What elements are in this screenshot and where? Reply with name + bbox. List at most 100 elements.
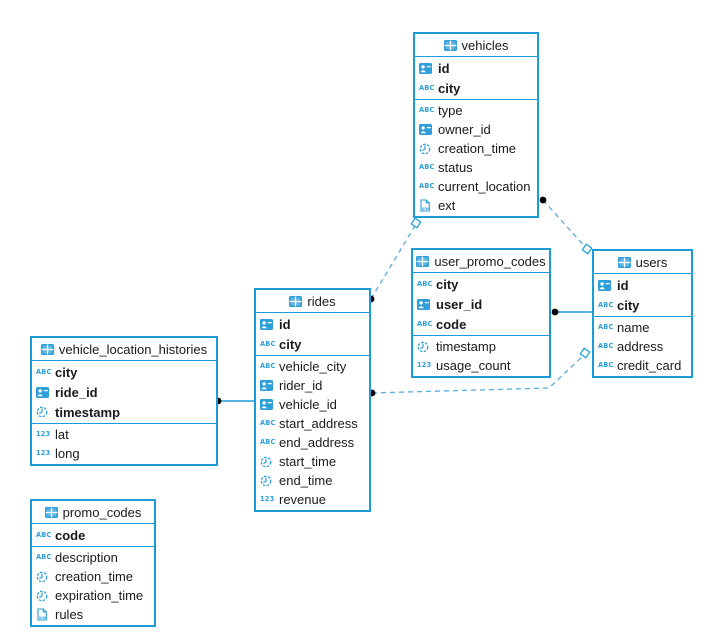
column-row-id[interactable]: id	[415, 58, 537, 78]
column-row-user_id[interactable]: user_id	[413, 294, 549, 314]
text-type-icon: ABC	[419, 106, 435, 115]
column-row-owner_id[interactable]: owner_id	[415, 120, 537, 139]
column-name: code	[436, 316, 467, 332]
table-name: vehicle_location_histories	[58, 341, 208, 357]
column-icon-slot: ABC	[417, 321, 436, 328]
text-type-icon: ABC	[598, 342, 614, 351]
column-row-long[interactable]: 123 long	[32, 444, 216, 463]
column-row-type[interactable]: ABC type	[415, 101, 537, 120]
id-type-icon	[417, 298, 430, 310]
column-row-name[interactable]: ABC name	[594, 318, 691, 337]
column-icon-slot: ABC	[260, 420, 279, 427]
column-icon-slot	[260, 380, 279, 391]
table-header[interactable]: rides	[256, 290, 369, 313]
relation-vehicles-users[interactable]	[542, 199, 588, 250]
column-icon-slot	[36, 590, 55, 602]
column-row-end_address[interactable]: ABC end_address	[256, 433, 369, 452]
column-row-rules[interactable]: JSON rules	[32, 605, 154, 624]
table-icon-slot	[416, 255, 430, 267]
column-icon-slot: 123	[36, 431, 55, 438]
table-users[interactable]: users id ABC city ABC name ABC address A…	[592, 249, 693, 378]
column-row-revenue[interactable]: 123 revenue	[256, 490, 369, 509]
column-row-timestamp[interactable]: timestamp	[32, 402, 216, 422]
column-row-lat[interactable]: 123 lat	[32, 425, 216, 444]
column-row-city[interactable]: ABC city	[256, 334, 369, 354]
column-name: city	[436, 276, 459, 292]
column-row-code[interactable]: ABC code	[413, 314, 549, 334]
column-icon-slot: ABC	[598, 343, 617, 350]
column-icon-slot	[260, 456, 279, 468]
timestamp-type-icon	[36, 406, 48, 418]
column-row-credit_card[interactable]: ABC credit_card	[594, 356, 691, 375]
column-name: timestamp	[55, 404, 121, 420]
relation-endpoint-diamond	[579, 347, 591, 359]
column-row-end_time[interactable]: end_time	[256, 471, 369, 490]
column-row-start_address[interactable]: ABC start_address	[256, 414, 369, 433]
column-row-expiration_time[interactable]: expiration_time	[32, 586, 154, 605]
table-header[interactable]: promo_codes	[32, 501, 154, 524]
table-vehicle_location_histories[interactable]: vehicle_location_histories ABC city ride…	[30, 336, 218, 466]
column-icon-slot	[36, 571, 55, 583]
column-row-status[interactable]: ABC status	[415, 158, 537, 177]
table-rides[interactable]: rides id ABC city ABC vehicle_city rider…	[254, 288, 371, 512]
column-row-rider_id[interactable]: rider_id	[256, 376, 369, 395]
column-icon-slot: ABC	[260, 439, 279, 446]
column-row-description[interactable]: ABC description	[32, 548, 154, 567]
id-type-icon	[260, 318, 273, 330]
column-name: city	[279, 336, 302, 352]
column-row-creation_time[interactable]: creation_time	[32, 567, 154, 586]
columns-section: ABC name ABC address ABC credit_card	[594, 317, 691, 376]
column-row-city[interactable]: ABC city	[415, 78, 537, 98]
table-icon-slot	[44, 506, 58, 518]
table-icon	[289, 295, 303, 307]
column-row-creation_time[interactable]: creation_time	[415, 139, 537, 158]
column-row-code[interactable]: ABC code	[32, 525, 154, 545]
column-row-city[interactable]: ABC city	[413, 274, 549, 294]
table-header[interactable]: vehicles	[415, 34, 537, 57]
column-row-vehicle_id[interactable]: vehicle_id	[256, 395, 369, 414]
id-type-icon	[260, 380, 273, 391]
number-type-icon: 123	[36, 430, 51, 439]
column-row-start_time[interactable]: start_time	[256, 452, 369, 471]
column-name: current_location	[438, 179, 531, 194]
column-icon-slot: 123	[260, 496, 279, 503]
column-row-ext[interactable]: JSON ext	[415, 196, 537, 215]
table-header[interactable]: user_promo_codes	[413, 250, 549, 273]
text-type-icon: ABC	[598, 300, 614, 309]
column-icon-slot: 123	[36, 450, 55, 457]
text-type-icon: ABC	[260, 419, 276, 428]
table-user_promo_codes[interactable]: user_promo_codes ABC city user_id ABC co…	[411, 248, 551, 378]
column-row-address[interactable]: ABC address	[594, 337, 691, 356]
column-name: lat	[55, 427, 69, 442]
column-icon-slot: ABC	[598, 302, 617, 309]
relation-rides-vehicles[interactable]	[370, 223, 417, 300]
column-icon-slot: ABC	[36, 532, 55, 539]
column-icon-slot	[419, 62, 438, 74]
relation-rides-users[interactable]	[371, 353, 586, 394]
column-name: start_address	[279, 416, 358, 431]
table-icon	[443, 39, 457, 51]
column-row-ride_id[interactable]: ride_id	[32, 382, 216, 402]
id-type-icon	[260, 399, 273, 410]
table-header[interactable]: vehicle_location_histories	[32, 338, 216, 361]
column-name: ride_id	[55, 384, 98, 400]
column-row-city[interactable]: ABC city	[32, 362, 216, 382]
table-icon-slot	[617, 256, 631, 268]
column-icon-slot: ABC	[419, 164, 438, 171]
table-vehicles[interactable]: vehicles id ABC city ABC type owner_id c…	[413, 32, 539, 218]
columns-section: 123 lat 123 long	[32, 424, 216, 464]
column-row-timestamp[interactable]: timestamp	[413, 337, 549, 356]
column-icon-slot	[419, 143, 438, 155]
table-header[interactable]: users	[594, 251, 691, 274]
column-row-vehicle_city[interactable]: ABC vehicle_city	[256, 357, 369, 376]
text-type-icon: ABC	[36, 367, 52, 376]
column-name: user_id	[436, 296, 483, 312]
column-row-city[interactable]: ABC city	[594, 295, 691, 315]
table-promo_codes[interactable]: promo_codes ABC code ABC description cre…	[30, 499, 156, 627]
column-row-current_location[interactable]: ABC current_location	[415, 177, 537, 196]
column-row-id[interactable]: id	[256, 314, 369, 334]
column-row-id[interactable]: id	[594, 275, 691, 295]
key-columns-section: id ABC city	[594, 274, 691, 317]
column-row-usage_count[interactable]: 123 usage_count	[413, 356, 549, 375]
